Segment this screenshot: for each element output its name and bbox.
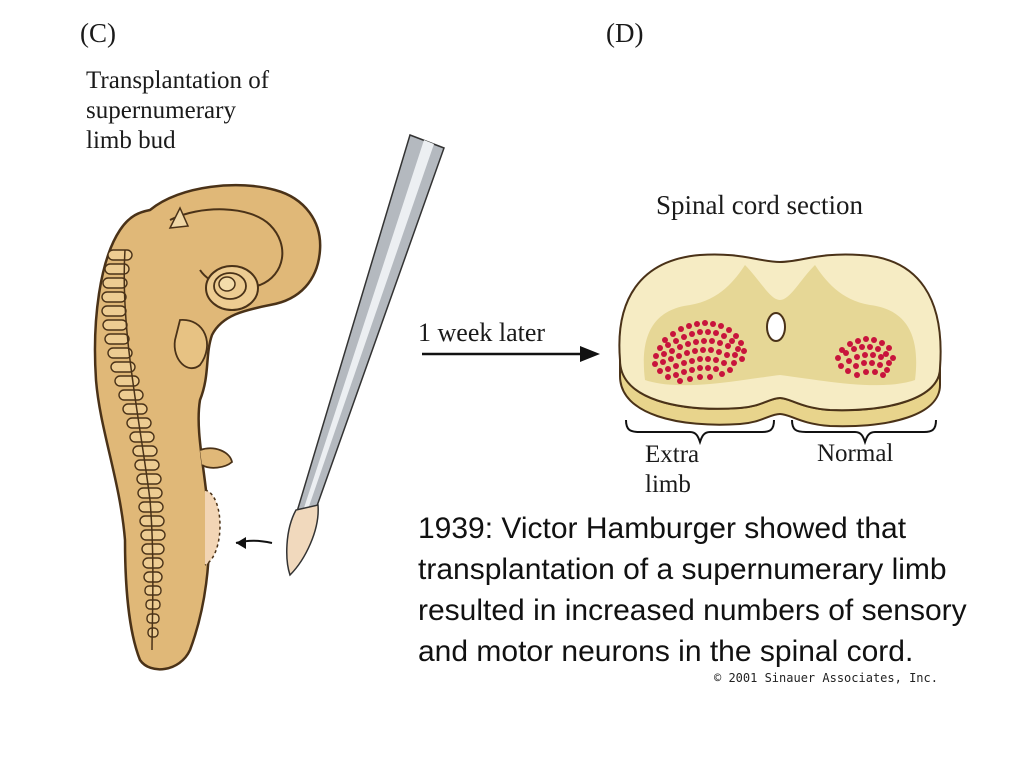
arrow-label: 1 week later xyxy=(418,318,546,347)
transplant-arrow xyxy=(235,537,273,549)
caption-line: Transplantation of xyxy=(86,67,270,94)
central-canal xyxy=(766,312,786,342)
spinal-cord-section xyxy=(618,253,942,428)
description-text: 1939: Victor Hamburger showed that trans… xyxy=(418,512,967,668)
copyright-notice: © 2001 Sinauer Associates, Inc. xyxy=(714,671,938,685)
extra-limb-label-line: Extra xyxy=(645,441,700,468)
panel-c-label: (C) xyxy=(80,18,116,48)
embryo-native-limb xyxy=(199,447,233,469)
transplant-site xyxy=(204,489,221,566)
caption-line: limb bud xyxy=(86,127,176,154)
embryo-heart-bulge xyxy=(173,319,208,370)
embryo-eye xyxy=(205,265,259,311)
brace-normal xyxy=(791,419,937,446)
embryo-neural-tube xyxy=(123,249,154,651)
panel-c-caption: Transplantation of supernumerary limb bu… xyxy=(86,66,346,156)
extra-limb-label: Extra limb xyxy=(645,440,699,500)
week-later-arrow xyxy=(422,346,600,362)
embryo-head-point xyxy=(168,206,190,229)
forceps-illustration xyxy=(286,134,445,577)
neuron-cluster-normal xyxy=(835,336,896,378)
normal-label: Normal xyxy=(817,440,894,467)
panel-d-label: (D) xyxy=(606,18,644,48)
spinal-cord-section-title: Spinal cord section xyxy=(656,190,863,220)
extra-limb-label-line: limb xyxy=(645,471,691,498)
brace-extra-limb xyxy=(625,419,775,446)
caption-line: supernumerary xyxy=(86,97,236,124)
chick-embryo-illustration xyxy=(93,183,322,671)
neuron-cluster-extra-limb xyxy=(652,320,747,384)
